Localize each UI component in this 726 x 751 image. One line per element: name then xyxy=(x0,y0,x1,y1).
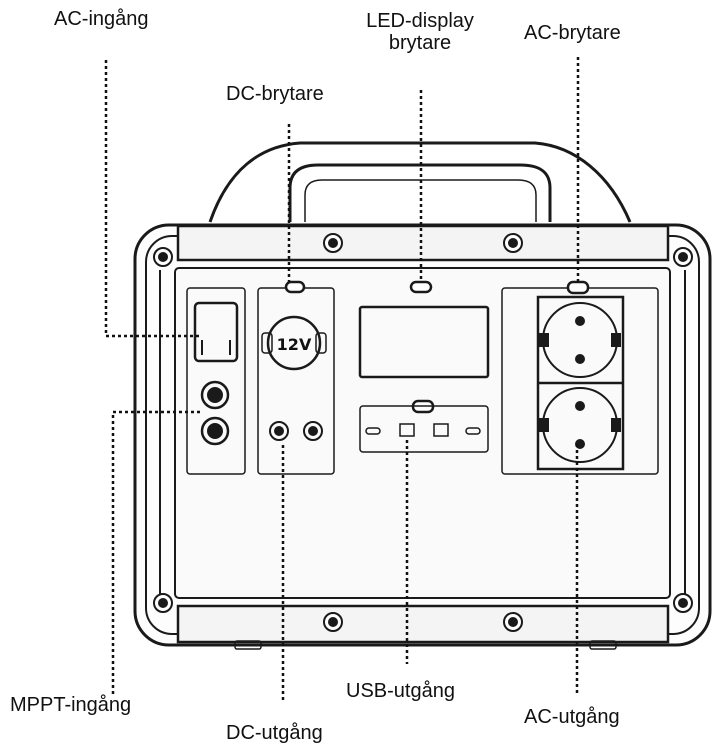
car-socket-text: 12V xyxy=(277,335,312,354)
dc-switch[interactable] xyxy=(284,280,306,294)
dc-port-2 xyxy=(303,421,323,441)
led-display xyxy=(358,305,490,379)
usb-c-port-2 xyxy=(465,427,481,435)
top-bar xyxy=(176,224,670,262)
ac-input-label: AC-ingång xyxy=(54,8,149,30)
ac-switch[interactable] xyxy=(566,280,590,295)
dc-port-1 xyxy=(269,421,289,441)
dc-switch-label: DC-brytare xyxy=(226,83,324,105)
ac-output-label: AC-utgång xyxy=(524,706,620,728)
mppt-port-1 xyxy=(200,380,230,410)
ac-switch-label: AC-brytare xyxy=(524,22,621,44)
usb-output-module xyxy=(359,405,489,453)
led-display-switch[interactable] xyxy=(409,280,433,294)
usb-output-label: USB-utgång xyxy=(346,680,455,702)
car-socket xyxy=(266,315,322,371)
led-display-switch-label-line2: brytare xyxy=(388,32,452,54)
usb-a-port-1 xyxy=(399,423,415,437)
ac-input-module xyxy=(186,287,246,475)
ac-input-port xyxy=(193,301,239,363)
carry-handle xyxy=(208,141,632,223)
led-display-switch-label: LED-display brytare xyxy=(332,10,508,54)
mppt-port-2 xyxy=(200,416,230,446)
usb-a-port-2 xyxy=(433,423,449,437)
led-display-switch-label-line1: LED-display xyxy=(366,10,474,32)
leader-lines xyxy=(104,57,580,700)
mppt-input-label: MPPT-ingång xyxy=(10,694,132,716)
dc-output-label: DC-utgång xyxy=(226,722,323,744)
screws xyxy=(153,233,693,632)
bottom-bar xyxy=(176,604,670,644)
front-panel xyxy=(174,267,671,599)
usb-c-port-1 xyxy=(365,427,381,435)
